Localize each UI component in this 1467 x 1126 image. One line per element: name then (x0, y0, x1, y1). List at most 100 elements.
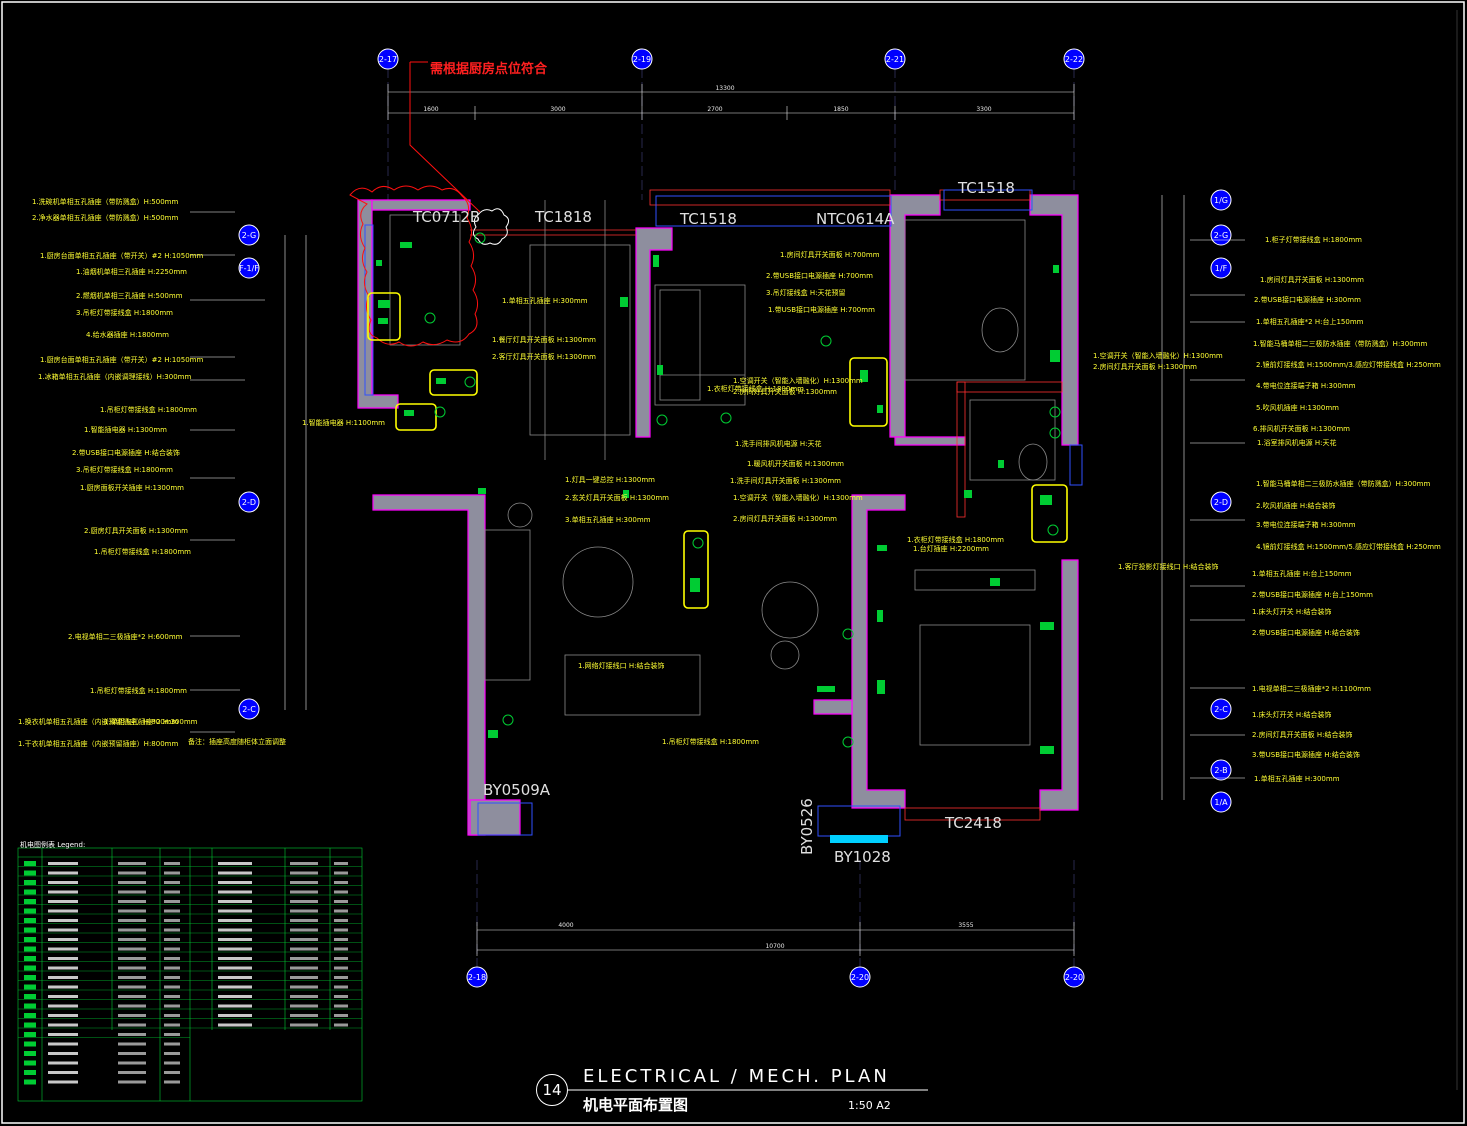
legend-symbol-icon (24, 1013, 36, 1018)
legend-cell-text (164, 1080, 180, 1084)
left-annotation-label: 2.燃烟机单相三孔插座 H:500mm (76, 292, 183, 300)
grid-top-4: 2-22 (1065, 55, 1083, 64)
inner-annotation-label: 3.单相五孔插座 H:300mm (565, 516, 651, 524)
left-annotation-label: 2.净水器单相五孔插座（带防溅盒）H:500mm (32, 214, 179, 222)
grid-right-2: 2-G (1214, 231, 1228, 240)
legend-symbol-icon (24, 975, 36, 980)
right-annotation-label: 1.单相五孔插座 H:台上150mm (1252, 570, 1352, 578)
right-annotation-label: 4.镜前灯接线盒 H:1500mm/5.感应灯带接线盒 H:250mm (1256, 543, 1441, 551)
legend-cell-text (218, 938, 252, 941)
legend-symbol-icon (24, 956, 36, 961)
legend-cell-text (218, 928, 252, 932)
walls (357, 194, 1079, 836)
window-label: TC1818 (534, 208, 592, 226)
grid-left-1: 2-G (242, 231, 256, 240)
right-annotation-label: 2.带USB接口电源插座 H:结合装饰 (1252, 629, 1360, 637)
legend-cell-text (118, 966, 146, 970)
legend-cell-text (218, 890, 252, 894)
grid-left-2: F-1/F (239, 264, 259, 273)
legend-cell-text (48, 995, 78, 998)
legend-symbol-icon (24, 1032, 36, 1037)
legend-cell-text (118, 1052, 146, 1055)
legend-cell-text (164, 1052, 180, 1055)
top-dimensions (387, 84, 1075, 120)
right-annotation-label: 1.单相五孔插座*2 H:台上150mm (1256, 318, 1364, 326)
legend-cell-text (164, 1071, 180, 1074)
inner-annotation-label: 1.暖风机开关面板 H:1300mm (747, 460, 844, 468)
inner-annotation-label: 2.客厅灯具开关面板 H:1300mm (492, 353, 596, 361)
legend-cell-text (218, 1023, 252, 1027)
legend-cell-text (218, 985, 252, 989)
legend-cell-text (218, 862, 252, 865)
legend-cell-text (334, 938, 348, 941)
left-annotation-label: 1.冰箱单相五孔插座（内嵌调理接线）H:300mm (38, 373, 192, 381)
legend-cell-text (290, 976, 318, 979)
right-annotation-label: 4.带电位连接端子箱 H:300mm (1256, 382, 1356, 390)
drawing-title-chinese: 机电平面布置图 (583, 1096, 689, 1114)
legend-cell-text (334, 976, 348, 979)
left-annotation-label: 1.油烟机单相三孔插座 H:2250mm (76, 268, 187, 276)
legend-cell-text (164, 938, 180, 941)
legend-cell-text (290, 995, 318, 998)
grid-right-5: 2-C (1214, 705, 1228, 714)
legend-cell-text (218, 900, 252, 903)
legend-cell-text (48, 957, 78, 960)
right-annotation-label: 3.带电位连接端子箱 H:300mm (1256, 521, 1356, 529)
window-label: TC1518 (679, 210, 737, 228)
legend-cell-text (118, 1033, 146, 1036)
right-annotation-label: 1.床头灯开关 H:结合装饰 (1252, 608, 1332, 616)
legend-cell-text (118, 1004, 146, 1008)
legend-cell-text (118, 1014, 146, 1017)
revision-note: 需根据厨房点位符合 (430, 62, 548, 77)
dim-top-2: 3000 (550, 106, 565, 113)
left-annotation-label: 2.带USB接口电源插座 H:结合装饰 (72, 449, 180, 457)
legend-symbol-icon (24, 880, 36, 885)
legend-title: 机电图例表 Legend: (20, 841, 86, 849)
right-annotation-label: 1.智能马桶单相二三极防水插座（带防溅盒）H:300mm (1253, 340, 1428, 348)
legend-cell-text (334, 862, 348, 865)
legend-cell-text (48, 862, 78, 865)
left-annotation-label: 1.吊柜灯带接线盒 H:1800mm (100, 406, 197, 414)
grid-right-3: 1/F (1215, 264, 1228, 273)
legend-cell-text (290, 985, 318, 989)
inner-annotation-label: 2.玄关灯具开关面板 H:1300mm (565, 494, 669, 502)
left-annotation-label: 1.干衣机单相五孔插座（内嵌预留插座）H:800mm (18, 740, 179, 748)
window-label: BY1028 (834, 848, 891, 866)
grid-right-6: 2-B (1214, 766, 1227, 775)
grid-left-4: 2-C (242, 705, 256, 714)
grid-top-1: 2-17 (379, 55, 397, 64)
legend-cell-text (118, 900, 146, 903)
electrical-devices (376, 242, 1060, 754)
legend-cell-text (290, 1014, 318, 1017)
window-label: NTC0614A (816, 210, 895, 228)
inner-annotation-label: 1.灯具一键总控 H:1300mm (565, 476, 655, 484)
dim-top-5: 3300 (976, 106, 991, 113)
left-annotation-label: 1.换衣机单相五孔插座（内嵌预留插座）H:800mm (18, 718, 179, 726)
dim-bottom-2: 3555 (958, 922, 973, 929)
legend-cell-text (290, 938, 318, 941)
right-annotation-label: 2.房间灯具开关面板 H:结合装饰 (1252, 731, 1353, 739)
legend-cell-text (218, 947, 252, 951)
grid-right-4: 2-D (1214, 498, 1228, 507)
legend-cell-text (164, 1004, 180, 1008)
inner-annotation-label: 1.洗手间灯具开关面板 H:1300mm (730, 477, 841, 485)
legend-cell-text (48, 1033, 78, 1036)
legend-cell-text (48, 871, 78, 875)
window-label: BY0509A (483, 781, 551, 799)
inner-annotation-label: 1.衣柜灯带接线盒 H:1800mm (707, 385, 804, 393)
legend-cell-text (290, 881, 318, 884)
legend-cell-text (290, 909, 318, 913)
legend-symbol-icon (24, 937, 36, 942)
legend-cell-text (218, 957, 252, 960)
legend-cell-text (48, 909, 78, 913)
legend-cell-text (164, 966, 180, 970)
legend-cell-text (118, 976, 146, 979)
left-annotation-label: 3.吊柜灯带接线盒 H:1800mm (76, 466, 173, 474)
legend-cell-text (334, 900, 348, 903)
furniture (389, 200, 1056, 746)
legend-cell-text (290, 1023, 318, 1027)
legend-symbol-icon (24, 927, 36, 933)
left-annotation-label: 3.吊柜灯带接线盒 H:1800mm (76, 309, 173, 317)
legend-cell-text (164, 1042, 180, 1046)
